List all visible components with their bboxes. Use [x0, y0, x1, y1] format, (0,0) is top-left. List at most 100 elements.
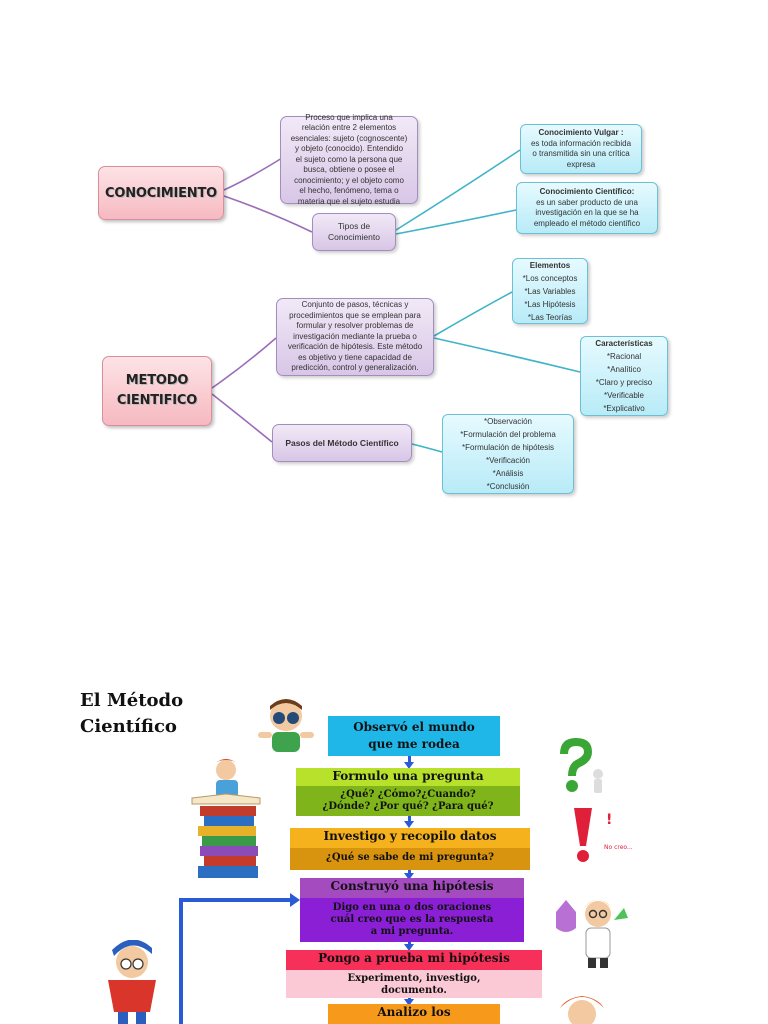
step-body-line: Experimento, investigo,: [347, 973, 481, 984]
tipos-label-line: Tipos de: [337, 221, 371, 231]
kid-redhair-icon: [560, 996, 604, 1024]
step-body-line: ¿Qué? ¿Cómo?¿Cuando?: [340, 789, 476, 800]
arrow-stem: [408, 816, 411, 822]
connector-tipos-vulgar: [395, 149, 521, 231]
step-prueba-body: Experimento, investigo, documento.: [286, 970, 542, 998]
kid-binoculars-icon: [258, 699, 314, 752]
question-mark-icon: [560, 738, 603, 793]
step-heading: Analizo los: [377, 1005, 451, 1019]
step-body-line: ¿Qué se sabe de mi pregunta?: [326, 852, 494, 863]
caracteristicas-item: *Explicativo: [603, 404, 645, 413]
caracteristicas-title: Características: [595, 339, 653, 348]
definition-line: el hecho, fenómeno, tema o: [299, 186, 399, 196]
definition-line: busca, obtiene o posee el: [303, 165, 395, 175]
conocimiento-node: CONOCIMIENTO: [98, 166, 224, 220]
scientist-icon: [556, 900, 628, 968]
pasos-list-node: *Observación *Formulación del problema *…: [442, 414, 574, 494]
definition-line: verificación de hipótesis. Este método: [287, 342, 423, 352]
caracteristicas-item: *Claro y preciso: [595, 378, 653, 387]
definition-line: formular y resolver problemas de: [296, 321, 414, 331]
caracteristicas-node: Características *Racional *Analítico *Cl…: [580, 336, 668, 416]
step-body-line: documento.: [381, 985, 447, 996]
definition-line: procedimientos que se emplean para: [289, 310, 421, 320]
metodo-label-line: METODO: [125, 373, 189, 388]
step-prueba-head: Pongo a prueba mi hipótesis: [286, 950, 542, 970]
infographic-title: El Método Científico: [80, 688, 183, 740]
vulgar-text: o transmitida sin una crítica: [532, 149, 630, 158]
definition-line: esenciales: sujeto (cognoscente): [290, 133, 408, 143]
step-pregunta-body: ¿Qué? ¿Cómo?¿Cuando? ¿Dónde? ¿Por qué? ¿…: [296, 786, 520, 816]
pasos-item: *Formulación de hipótesis: [461, 443, 555, 452]
step-heading: que me rodea: [368, 737, 460, 751]
down-arrow-icon: [404, 821, 414, 828]
tipos-conocimiento-node: Tipos de Conocimiento: [312, 213, 396, 251]
step-pregunta-head: Formulo una pregunta: [296, 768, 520, 786]
down-arrow-icon: [404, 999, 414, 1006]
conocimiento-cientifico-node: Conocimiento Científico: es un saber pro…: [516, 182, 658, 234]
step-heading: Pongo a prueba mi hipótesis: [318, 951, 510, 965]
connector-metodo-pasos: [211, 393, 273, 443]
conocimiento-label: CONOCIMIENTO: [105, 185, 217, 201]
connector-conocimiento-definition: [223, 157, 283, 191]
pasos-item: *Análisis: [492, 469, 524, 478]
connector-definition-elementos: [433, 291, 513, 337]
down-arrow-icon: [404, 944, 414, 951]
connector-conocimiento-tipos: [223, 195, 313, 233]
caracteristicas-item: *Analítico: [607, 365, 641, 374]
definition-line: conocimiento; y el objeto como: [294, 175, 404, 185]
conocimiento-vulgar-node: Conocimiento Vulgar : es toda informació…: [520, 124, 642, 174]
metodo-definition-node: Conjunto de pasos, técnicas y procedimie…: [276, 298, 434, 376]
step-hipotesis-head: Construyó una hipótesis: [300, 878, 524, 898]
step-body-line: Digo en una o dos oraciones: [332, 902, 492, 913]
cientifico-text: investigación en la que se ha: [535, 208, 639, 217]
side-note: No creo...: [604, 844, 633, 851]
tipos-label-line: Conocimiento: [328, 232, 380, 242]
definition-line: y objeto (conocido). Entendido: [294, 144, 404, 154]
elementos-node: Elementos *Los conceptos *Las Variables …: [512, 258, 588, 324]
vulgar-text: es toda información recibida: [530, 138, 632, 148]
step-hipotesis-body: Digo en una o dos oraciones cuál creo qu…: [300, 898, 524, 942]
step-heading: Formulo una pregunta: [332, 769, 484, 783]
definition-line: Conjunto de pasos, técnicas y: [301, 300, 409, 310]
vulgar-text: expresa: [566, 159, 596, 169]
arrow-stem: [408, 942, 411, 945]
metodo-label-line: CIENTIFICO: [116, 393, 198, 408]
step-observo: Observó el mundo que me rodea: [328, 716, 500, 756]
elementos-item: *Las Teorías: [527, 312, 573, 322]
elementos-title: Elementos: [529, 260, 571, 270]
exclamation-icon: [574, 808, 592, 862]
definition-line: Proceso que implica una: [305, 112, 393, 122]
step-body-line: a mi pregunta.: [370, 926, 454, 937]
pasos-item: *Formulación del problema: [460, 430, 556, 439]
cientifico-text: es un saber producto de una: [536, 197, 638, 207]
metodo-cientifico-node: METODO CIENTIFICO: [102, 356, 212, 426]
books-stack-icon: [191, 759, 261, 878]
definition-line: predicción, control y generalización.: [291, 363, 419, 373]
conocimiento-definition-node: Proceso que implica una relación entre 2…: [280, 112, 418, 206]
cientifico-text: empleado el método científico: [533, 218, 641, 228]
definition-line: es objetivo y tiene capacidad de: [298, 352, 412, 362]
pasos-item: *Observación: [483, 417, 533, 426]
connector-pasos-list: [411, 443, 443, 453]
connector-tipos-cientifico: [395, 209, 517, 235]
connector-metodo-definition: [211, 337, 277, 389]
pasos-metodo-node: Pasos del Método Científico: [272, 424, 412, 462]
elementos-item: *Las Hipótesis: [524, 299, 576, 309]
pasos-item: *Conclusión: [486, 482, 530, 491]
vulgar-title: Conocimiento Vulgar :: [538, 128, 624, 137]
down-arrow-icon: [404, 762, 414, 769]
pasos-label: Pasos del Método Científico: [285, 438, 399, 448]
down-arrow-icon: [404, 873, 414, 880]
step-body-line: cuál creo que es la respuesta: [330, 914, 494, 925]
exclamation-small-icon: !: [606, 812, 613, 828]
step-investigo-head: Investigo y recopilo datos: [290, 828, 530, 848]
elementos-item: *Los conceptos: [522, 273, 578, 283]
step-heading: Construyó una hipótesis: [330, 879, 494, 893]
pasos-item: *Verificación: [485, 456, 531, 465]
step-analizo: Analizo los: [328, 1004, 500, 1024]
step-heading: Observó el mundo: [353, 720, 475, 734]
arrow-stem: [408, 870, 411, 874]
arrow-stem: [408, 756, 411, 762]
